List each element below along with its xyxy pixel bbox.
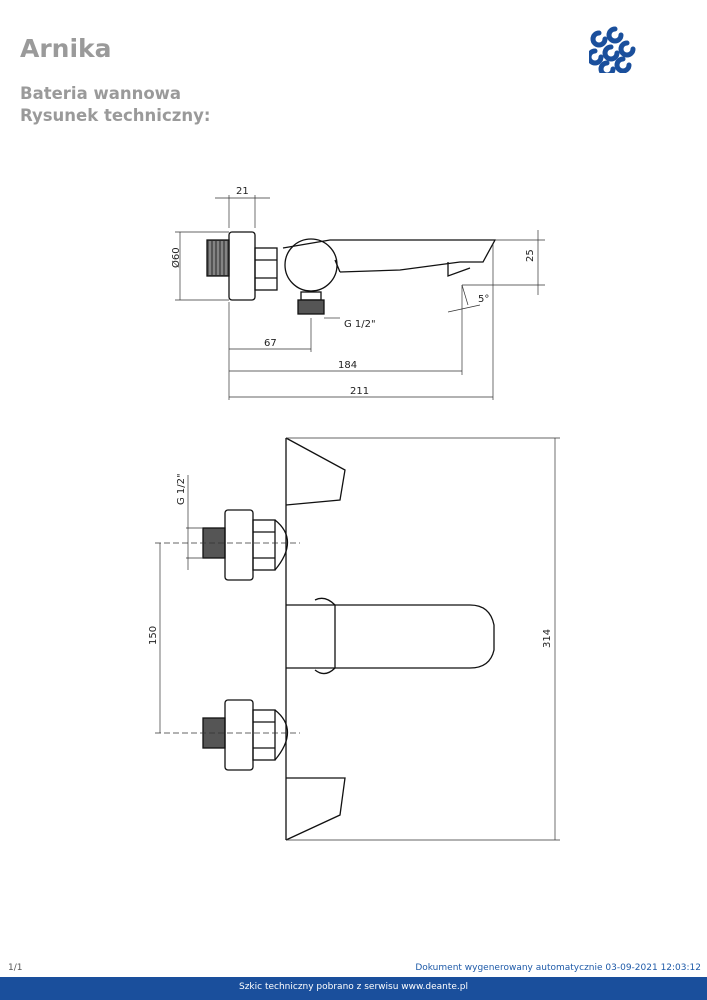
- dim-thread-bottom: G 1/2": [176, 473, 187, 505]
- dim-thread-top: G 1/2": [344, 319, 376, 330]
- page-number: 1/1: [8, 963, 23, 973]
- dim-150: 150: [148, 626, 159, 645]
- brand-logo-icon: [589, 26, 636, 73]
- product-type: Bateria wannowa: [20, 84, 182, 103]
- generated-timestamp: Dokument wygenerowany automatycznie 03-0…: [415, 963, 701, 973]
- footer-bar: Szkic techniczny pobrano z serwisu www.d…: [0, 977, 707, 1000]
- dim-211: 211: [350, 386, 369, 397]
- dim-angle: 5°: [478, 294, 489, 305]
- page-title: Arnika: [20, 34, 112, 63]
- dim-21: 21: [236, 186, 249, 197]
- dim-diameter: Ø60: [170, 247, 182, 268]
- dim-67: 67: [264, 338, 277, 349]
- side-view-drawing: 21 Ø60 25 5° G 1/2" 67 184 211: [170, 186, 545, 400]
- dim-184: 184: [338, 360, 357, 371]
- front-view-drawing: G 1/2" 150 314: [148, 437, 560, 841]
- drawing-heading: Rysunek techniczny:: [20, 106, 211, 125]
- footer-source-link[interactable]: Szkic techniczny pobrano z serwisu www.d…: [238, 982, 469, 992]
- dim-314: 314: [542, 629, 553, 648]
- dim-25: 25: [525, 249, 536, 262]
